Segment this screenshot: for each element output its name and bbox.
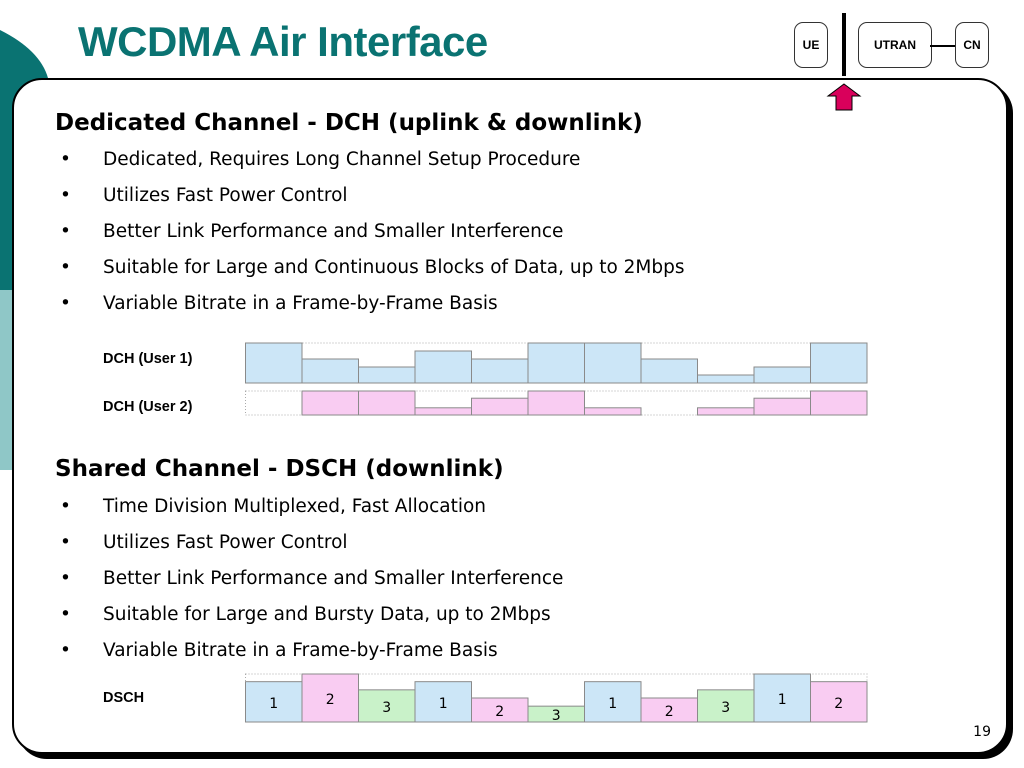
dch-bullet-text: Utilizes Fast Power Control: [103, 185, 348, 206]
dsch-frame-user3: [697, 689, 755, 723]
dch-bullet-item: • Utilizes Fast Power Control: [60, 178, 685, 214]
dsch-frame-user1: [584, 681, 642, 723]
dch-user1-frame: [810, 342, 868, 384]
dch-user1-frame: [414, 350, 472, 384]
dsch-bullet-item: • Variable Bitrate in a Frame-by-Frame Ba…: [60, 633, 563, 669]
dsch-bullet-item: • Utilizes Fast Power Control: [60, 525, 563, 561]
dsch-bullet-text: Variable Bitrate in a Frame-by-Frame Bas…: [103, 640, 498, 661]
dsch-frame-label: 1: [269, 696, 278, 712]
dch-user1-frame: [471, 358, 529, 384]
page-number: 19: [973, 724, 991, 740]
dch-user1-label: DCH (User 1): [103, 351, 193, 367]
dch-frame-diagram: [245, 342, 868, 416]
cn-node: CN: [955, 22, 989, 68]
bullet-icon: •: [60, 185, 71, 206]
dsch-frame-diagram: 1 2 3 1 2 3 1 2 3 1 2: [245, 673, 868, 724]
dsch-frame-label: 2: [665, 704, 674, 720]
bullet-icon: •: [60, 149, 71, 170]
dch-bullet-text: Variable Bitrate in a Frame-by-Frame Bas…: [103, 293, 498, 314]
dch-user2-frame: [358, 390, 416, 416]
dsch-bullet-list: • Time Division Multiplexed, Fast Allocat…: [60, 489, 563, 669]
dch-heading: Dedicated Channel - DCH (uplink & downli…: [55, 110, 643, 136]
dch-bullet-item: • Better Link Performance and Smaller Int…: [60, 214, 685, 250]
dch-user1-frame: [697, 374, 755, 384]
dsch-bullet-text: Utilizes Fast Power Control: [103, 532, 348, 553]
dch-user2-frame: [527, 390, 585, 416]
dch-bullet-item: • Dedicated, Requires Long Channel Setup …: [60, 142, 685, 178]
up-arrow-icon: [826, 83, 862, 111]
dsch-label: DSCH: [103, 690, 145, 706]
bullet-icon: •: [60, 640, 71, 661]
bullet-icon: •: [60, 293, 71, 314]
dch-user2-frame: [471, 397, 529, 416]
dch-user1-frame: [584, 342, 642, 384]
dsch-bullet-item: • Suitable for Large and Bursty Data, up …: [60, 597, 563, 633]
bullet-icon: •: [60, 604, 71, 625]
bullet-icon: •: [60, 257, 71, 278]
bullet-icon: •: [60, 532, 71, 553]
dsch-heading: Shared Channel - DSCH (downlink): [55, 456, 504, 482]
dsch-frame-label: 3: [382, 700, 391, 716]
dsch-frame-user1: [414, 681, 472, 723]
dsch-frame-label: 2: [326, 692, 335, 708]
dch-bullet-text: Dedicated, Requires Long Channel Setup P…: [103, 149, 581, 170]
dsch-frame-user2: [301, 673, 359, 723]
utran-node: UTRAN: [858, 22, 932, 68]
bullet-icon: •: [60, 221, 71, 242]
bullet-icon: •: [60, 496, 71, 517]
dch-user2-frame: [414, 407, 472, 416]
dch-bullet-text: Suitable for Large and Continuous Blocks…: [103, 257, 685, 278]
dch-user2-frame: [810, 390, 868, 416]
dsch-bullet-text: Time Division Multiplexed, Fast Allocati…: [103, 496, 487, 517]
utran-cn-link: [930, 45, 956, 47]
dch-bullet-item: • Variable Bitrate in a Frame-by-Frame Ba…: [60, 286, 685, 322]
dsch-bullet-text: Suitable for Large and Bursty Data, up t…: [103, 604, 551, 625]
dch-user1-frame: [245, 342, 303, 384]
air-interface-divider: [842, 13, 846, 76]
bullet-icon: •: [60, 568, 71, 589]
dch-bullet-text: Better Link Performance and Smaller Inte…: [103, 221, 564, 242]
dsch-frame-label: 3: [721, 700, 730, 716]
dch-user1-frame: [640, 358, 698, 384]
slide-title: WCDMA Air Interface: [78, 18, 488, 65]
dch-user2-label: DCH (User 2): [103, 399, 193, 415]
content-panel: [12, 78, 1008, 754]
dch-user2-frame: [753, 397, 811, 416]
dch-user1-frame: [358, 366, 416, 384]
dsch-frame-label: 1: [439, 696, 448, 712]
dsch-frame-user1: [245, 681, 303, 723]
dsch-bullet-text: Better Link Performance and Smaller Inte…: [103, 568, 564, 589]
dch-user1-frame: [301, 358, 359, 384]
dch-user2-frame: [301, 390, 359, 416]
dsch-frame-user2: [810, 681, 868, 723]
dch-user2-frame: [584, 407, 642, 416]
dch-user1-frame: [527, 342, 585, 384]
dsch-frame-label: 2: [834, 696, 843, 712]
dsch-frame-label: 2: [495, 704, 504, 720]
dsch-bullet-item: • Time Division Multiplexed, Fast Allocat…: [60, 489, 563, 525]
dsch-frame-label: 1: [608, 696, 617, 712]
dch-bullet-list: • Dedicated, Requires Long Channel Setup …: [60, 142, 685, 322]
dsch-frame-user2: [640, 697, 698, 723]
ue-node: UE: [794, 22, 828, 68]
dch-user1-frame: [753, 366, 811, 384]
dsch-frame-label: 3: [552, 708, 561, 724]
dsch-bullet-item: • Better Link Performance and Smaller Int…: [60, 561, 563, 597]
dch-bullet-item: • Suitable for Large and Continuous Block…: [60, 250, 685, 286]
dsch-frame-label: 1: [778, 692, 787, 708]
dsch-frame-user2: [471, 697, 529, 723]
dch-user2-frame: [697, 407, 755, 416]
